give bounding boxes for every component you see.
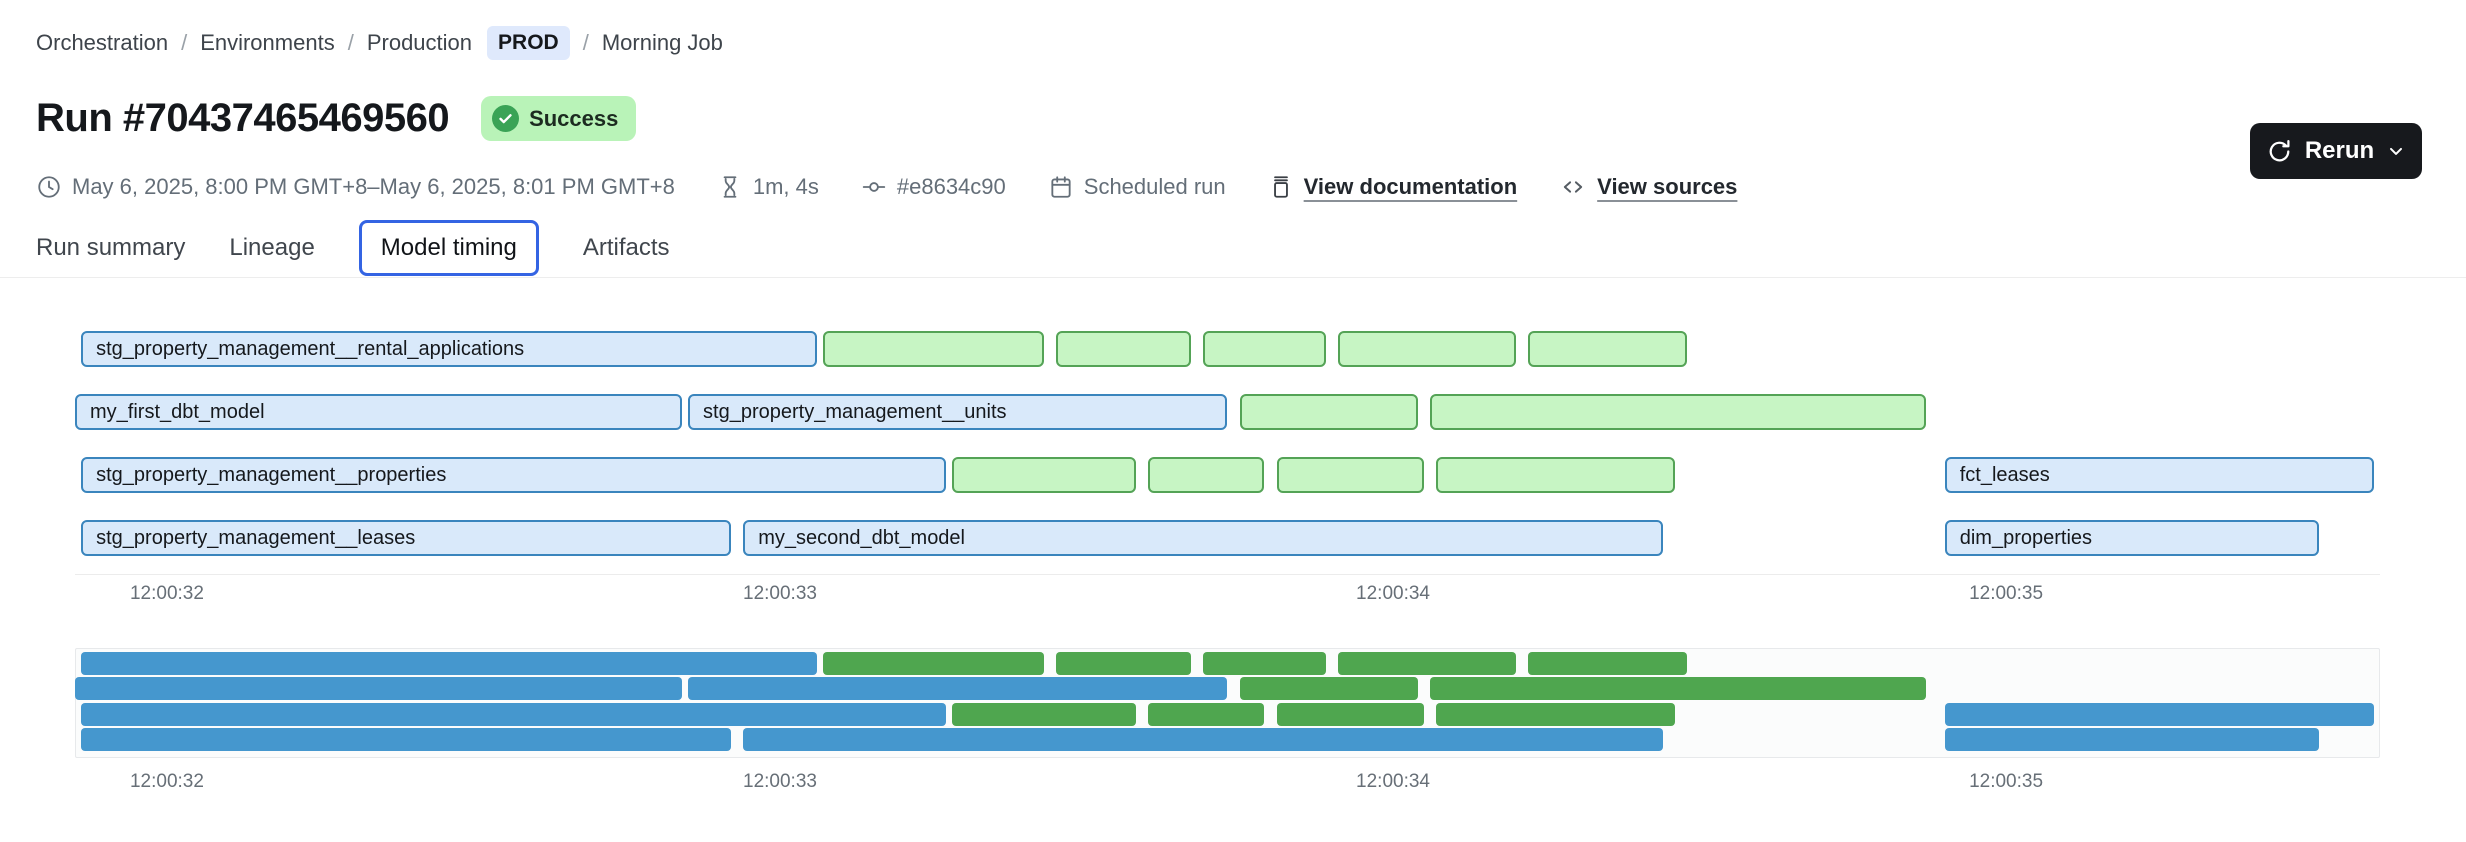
commit-icon <box>862 182 886 192</box>
run-meta-row: May 6, 2025, 8:00 PM GMT+8–May 6, 2025, … <box>36 168 1737 206</box>
gantt-bar-unlabeled[interactable] <box>1429 394 1927 430</box>
environment-badge: PROD <box>487 26 570 60</box>
gantt-bar-stg_property_management__units[interactable]: stg_property_management__units <box>688 394 1228 430</box>
document-icon <box>1273 176 1288 198</box>
gantt-bar-label: stg_property_management__units <box>703 400 1007 423</box>
gantt-bar-unlabeled[interactable] <box>1202 331 1326 367</box>
gantt-bar-dim_properties[interactable]: dim_properties <box>1944 520 2319 556</box>
view-sources-link[interactable]: View sources <box>1559 173 1737 201</box>
gantt-bar-label: my_second_dbt_model <box>758 526 965 549</box>
gantt-bar-unlabeled[interactable] <box>1527 331 1688 367</box>
breadcrumb-item-orchestration[interactable]: Orchestration <box>36 30 169 55</box>
gantt-bar-stg_property_management__properties[interactable]: stg_property_management__properties <box>81 457 946 493</box>
tab-artifacts[interactable]: Artifacts <box>582 233 670 261</box>
gantt-bar-unlabeled[interactable] <box>1276 457 1424 493</box>
breadcrumb-separator: / <box>582 30 589 55</box>
breadcrumb-item-environments[interactable]: Environments <box>200 30 335 55</box>
tab-run-summary[interactable]: Run summary <box>36 233 186 261</box>
gantt-baseline <box>75 574 2380 575</box>
status-badge: Success <box>481 96 637 141</box>
gantt-bar-stg_property_management__rental_applications[interactable]: stg_property_management__rental_applicat… <box>81 331 817 367</box>
axis-tick-label: 12:00:34 <box>1356 771 1430 792</box>
gantt-bar-label: stg_property_management__properties <box>96 463 447 486</box>
gantt-bar-label: my_first_dbt_model <box>90 400 265 423</box>
gantt-bar-unlabeled[interactable] <box>1435 457 1675 493</box>
breadcrumb-separator: / <box>347 30 354 55</box>
gantt-bar-label: stg_property_management__leases <box>96 526 416 549</box>
run-duration: 1m, 4s <box>717 174 819 200</box>
page-title: Run #70437465469560 <box>36 96 450 140</box>
tab-lineage[interactable]: Lineage <box>229 233 315 261</box>
gantt-bar-fct_leases[interactable]: fct_leases <box>1944 457 2374 493</box>
breadcrumb-separator: / <box>181 30 188 55</box>
code-icon <box>1564 181 1583 193</box>
gantt-bar-label: dim_properties <box>1959 526 2093 549</box>
gantt-bar-unlabeled[interactable] <box>1147 457 1265 493</box>
axis-tick-label: 12:00:35 <box>1969 583 2044 604</box>
view-documentation-link[interactable]: View documentation <box>1268 174 1517 200</box>
timeline-minimap[interactable] <box>75 648 2380 758</box>
refresh-icon <box>2269 139 2290 161</box>
chevron-down-icon[interactable] <box>2386 141 2406 161</box>
status-label: Success <box>529 105 619 131</box>
calendar-icon <box>1051 176 1071 198</box>
hourglass-icon <box>723 176 737 198</box>
breadcrumb-item-production[interactable]: Production <box>366 30 473 55</box>
axis-tick-label: 12:00:32 <box>129 771 204 792</box>
gantt-bar-unlabeled[interactable] <box>951 457 1136 493</box>
axis-tick-label: 12:00:33 <box>743 771 817 792</box>
tab-model-timing[interactable]: Model timing <box>358 219 539 276</box>
gantt-bar-stg_property_management__leases[interactable]: stg_property_management__leases <box>81 520 731 556</box>
tab-bar: Run summary Lineage Model timing Artifacts <box>36 219 670 276</box>
run-time-range: May 6, 2025, 8:00 PM GMT+8–May 6, 2025, … <box>36 174 675 200</box>
gantt-bar-unlabeled[interactable] <box>1055 331 1191 367</box>
axis-tick-label: 12:00:32 <box>129 583 204 604</box>
rerun-button[interactable]: Rerun <box>2250 123 2422 179</box>
tab-bar-divider <box>0 277 2466 278</box>
axis-tick-label: 12:00:34 <box>1356 583 1430 604</box>
gantt-bar-my_first_dbt_model[interactable]: my_first_dbt_model <box>75 394 682 430</box>
gantt-bar-unlabeled[interactable] <box>1239 394 1418 430</box>
breadcrumb-item-morning-job[interactable]: Morning Job <box>601 30 723 55</box>
rerun-label: Rerun <box>2304 137 2375 164</box>
clock-icon <box>38 176 60 198</box>
axis-tick-label: 12:00:35 <box>1969 771 2044 792</box>
gantt-bar-label: stg_property_management__rental_applicat… <box>96 337 525 360</box>
gantt-bar-unlabeled[interactable] <box>822 331 1044 367</box>
gantt-bar-label: fct_leases <box>1959 463 2050 486</box>
title-row: Run #70437465469560 Success <box>36 96 637 141</box>
gantt-bar-my_second_dbt_model[interactable]: my_second_dbt_model <box>743 520 1663 556</box>
run-trigger: Scheduled run <box>1048 174 1226 200</box>
commit-hash: #e8634c90 <box>861 174 1006 200</box>
success-check-icon <box>492 105 520 132</box>
breadcrumb: Orchestration / Environments / Production PRO… <box>36 26 723 60</box>
axis-tick-label: 12:00:33 <box>743 583 817 604</box>
gantt-bar-unlabeled[interactable] <box>1337 331 1516 367</box>
